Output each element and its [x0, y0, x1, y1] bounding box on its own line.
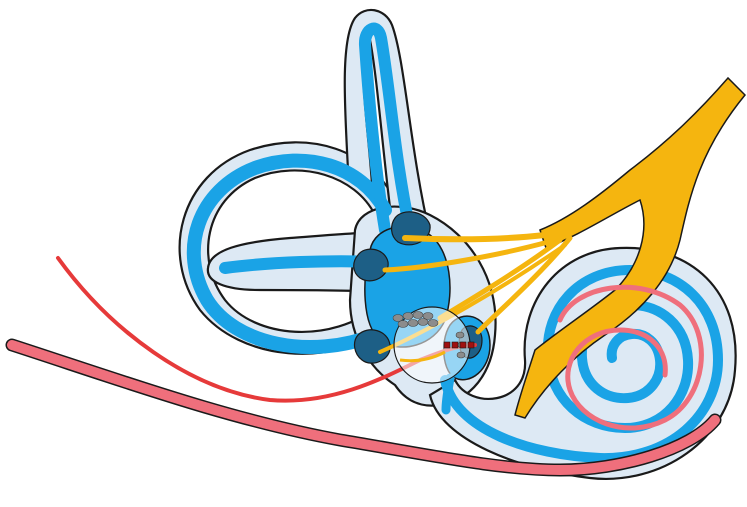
ductus-reuniens — [446, 378, 450, 410]
ampulla-horizontal — [354, 249, 388, 281]
ampulla-posterior — [355, 330, 391, 363]
